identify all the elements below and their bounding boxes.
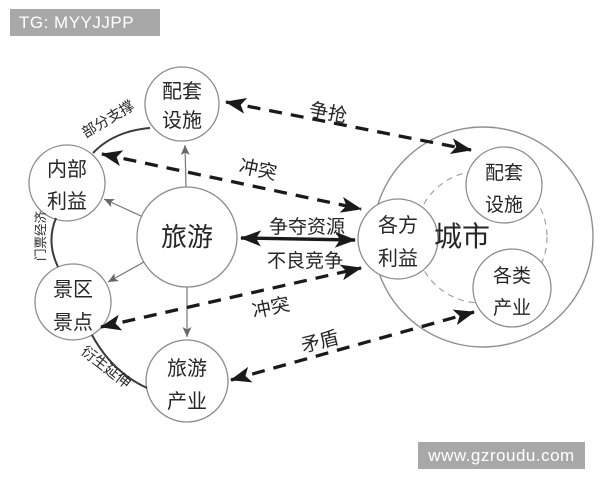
label-various-industries-1: 各类 bbox=[493, 265, 531, 287]
label-all-parties-interests-2: 利益 bbox=[378, 246, 418, 270]
watermark-telegram: TG: MYYJJPP bbox=[10, 9, 160, 36]
link-tourism-to-scenic-spots bbox=[107, 261, 145, 283]
label-internal-interests-1: 内部 bbox=[47, 157, 87, 181]
label-supporting-facilities-city-2: 设施 bbox=[485, 194, 523, 216]
label-tourism: 旅游 bbox=[161, 223, 213, 253]
label-internal-interests-2: 利益 bbox=[47, 189, 87, 213]
node-supporting-facilities-left bbox=[144, 66, 220, 142]
label-conflict-top: 冲突 bbox=[237, 155, 279, 184]
arc-ticket-economy bbox=[50, 217, 59, 268]
edge-compete-resources bbox=[240, 230, 356, 248]
arc-partial-support bbox=[92, 127, 151, 154]
label-derivative-extension: 衍生延伸 bbox=[78, 343, 134, 392]
edge-scramble bbox=[225, 97, 472, 155]
arc-derivative-extension bbox=[91, 334, 148, 389]
label-scenic-spots-2: 景点 bbox=[53, 310, 93, 334]
link-tourism-to-facilities bbox=[180, 144, 190, 188]
label-supporting-facilities-left-2: 设施 bbox=[162, 108, 202, 132]
edge-contradiction bbox=[230, 309, 475, 383]
label-unhealthy-competition: 不良竞争 bbox=[267, 250, 343, 272]
label-tourism-industry-2: 产业 bbox=[167, 389, 207, 413]
label-tourism-industry-1: 旅游 bbox=[167, 356, 207, 380]
link-tourism-to-internal-interests bbox=[103, 198, 142, 217]
label-compete-resources: 争夺资源 bbox=[269, 216, 345, 238]
label-partial-support: 部分支撑 bbox=[79, 97, 137, 141]
label-scenic-spots-1: 景区 bbox=[53, 277, 93, 301]
label-scramble: 争抢 bbox=[307, 99, 349, 128]
label-supporting-facilities-city-1: 配套 bbox=[485, 162, 523, 184]
node-supporting-facilities-city bbox=[465, 146, 543, 224]
edge-conflict-top bbox=[101, 150, 362, 213]
label-ticket-economy: 门票经济 bbox=[33, 211, 48, 262]
label-all-parties-interests-1: 各方 bbox=[378, 213, 418, 237]
edge-conflict-bottom bbox=[100, 264, 362, 331]
label-supporting-facilities-left-1: 配套 bbox=[162, 79, 202, 103]
watermark-website: www.gzroudu.com bbox=[418, 442, 585, 469]
label-conflict-bottom: 冲突 bbox=[250, 293, 292, 322]
label-city: 城市 bbox=[434, 220, 490, 253]
node-tourism-industry bbox=[145, 339, 229, 423]
label-contradiction: 矛盾 bbox=[299, 327, 341, 358]
node-all-parties-interests bbox=[357, 198, 439, 280]
node-various-industries bbox=[472, 248, 552, 328]
label-various-industries-2: 产业 bbox=[493, 297, 531, 319]
